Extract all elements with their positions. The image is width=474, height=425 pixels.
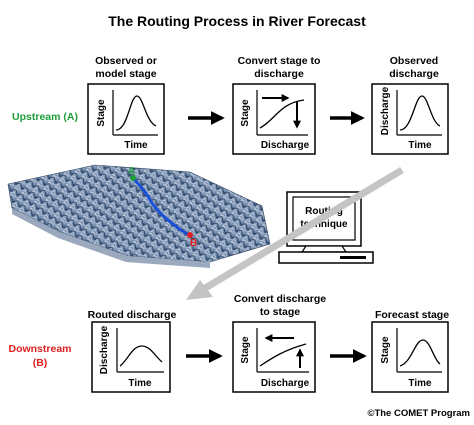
panel-heading: to stage [260, 306, 300, 318]
y-axis-label: Discharge [380, 86, 391, 135]
panel-heading: discharge [254, 68, 304, 80]
point-b-label: B [190, 238, 197, 249]
terrain-edge [12, 208, 210, 268]
river-path [131, 177, 191, 237]
y-axis-label: Stage [96, 99, 107, 127]
routing-flow-arrow-head [186, 280, 213, 300]
terrain-surface [7, 164, 271, 263]
downstream-panel-routed-discharge: Routed discharge Discharge Time [88, 309, 177, 393]
panel-heading: Convert discharge [234, 293, 326, 305]
terrain-relief-map: A B [7, 164, 271, 268]
panel-heading: Forecast stage [375, 309, 449, 321]
point-a-marker [130, 175, 136, 181]
hydrograph-curve [399, 339, 441, 367]
panel-heading: Routed discharge [88, 309, 177, 321]
x-axis-label: Time [128, 378, 152, 389]
panel-heading: Observed [390, 55, 438, 67]
x-axis-label: Time [124, 140, 148, 151]
y-axis-label: Stage [240, 336, 251, 364]
screen-text: Routing [305, 206, 343, 217]
routing-flow-arrow-shaft [200, 166, 404, 294]
y-axis-label: Stage [240, 99, 251, 127]
diagram-title: The Routing Process in River Forecast [108, 13, 366, 29]
computer-routing-technique: Routing technique [278, 191, 374, 264]
upstream-panel-observed-stage: Observed or model stage Stage Time [87, 55, 165, 155]
downstream-panel-forecast-stage: Forecast stage Stage Time [371, 309, 449, 393]
panel-heading: Convert stage to [238, 55, 321, 67]
computer-base [278, 251, 374, 264]
screen-text: technique [300, 219, 348, 230]
x-axis-label: Time [408, 140, 432, 151]
credit-text: ©The COMET Program [367, 408, 470, 419]
upstream-panel-observed-discharge: Observed discharge Discharge Time [371, 55, 449, 155]
y-axis-label: Stage [380, 336, 391, 364]
downstream-panel-convert-discharge: Convert discharge to stage Stage Dischar… [232, 293, 326, 393]
panel-heading: discharge [389, 68, 439, 80]
x-axis-label: Discharge [261, 140, 310, 151]
panel-heading: model stage [95, 68, 156, 80]
hydrograph-curve [119, 345, 163, 367]
rating-curve [259, 99, 305, 129]
downstream-label: (B) [33, 357, 48, 369]
downstream-label: Downstream [8, 343, 71, 355]
point-a-label: A [128, 166, 135, 177]
point-b-marker [187, 232, 193, 238]
upstream-panel-convert-stage: Convert stage to discharge Stage Dischar… [232, 55, 321, 155]
hydrograph-curve [115, 95, 157, 131]
hydrograph-curve [399, 95, 441, 131]
x-axis-label: Time [408, 378, 432, 389]
disk-slot [340, 256, 366, 259]
upstream-label: Upstream (A) [12, 111, 78, 123]
x-axis-label: Discharge [261, 378, 310, 389]
panel-heading: Observed or [95, 55, 157, 67]
y-axis-label: Discharge [99, 325, 110, 374]
monitor-stand [300, 245, 348, 253]
panel-frame [232, 83, 316, 155]
rating-curve [259, 343, 307, 367]
